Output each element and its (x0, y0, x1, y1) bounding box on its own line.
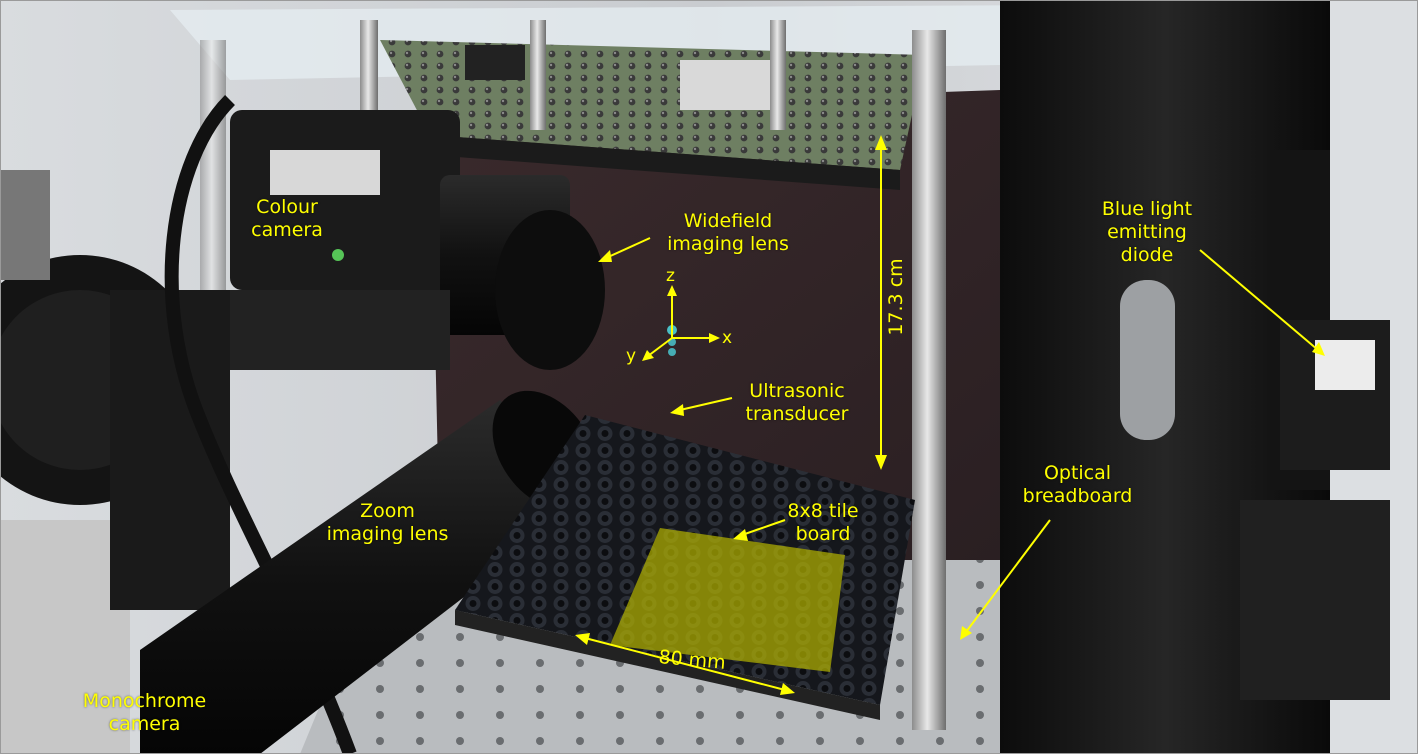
label-optical-breadboard-line1: Optical (1043, 462, 1112, 484)
label-optical-breadboard: Optical breadboard (1005, 462, 1150, 508)
axis-label-x: x (722, 328, 733, 348)
label-widefield-lens-line1: Widefield (683, 210, 773, 232)
label-tile-board-line2: board (795, 523, 851, 545)
label-optical-breadboard-line2: breadboard (1022, 485, 1133, 507)
label-blue-led-line2: emitting (1107, 221, 1187, 243)
label-zoom-lens-line1: Zoom (360, 500, 415, 522)
label-monochrome-camera-line1: Monochrome (82, 690, 207, 712)
label-colour-camera-line2: camera (251, 219, 323, 241)
axis-label-y: y (626, 346, 637, 366)
height-dimension-text: 17.3 cm (885, 258, 907, 336)
label-tile-board: 8x8 tile board (768, 500, 878, 546)
label-widefield-lens-line2: imaging lens (667, 233, 789, 255)
label-tile-board-line1: 8x8 tile (787, 500, 859, 522)
label-widefield-lens: Widefield imaging lens (644, 210, 812, 256)
label-monochrome-camera: Monochrome camera (62, 690, 227, 736)
label-zoom-lens-line2: imaging lens (326, 523, 449, 545)
label-ultrasonic-transducer-line1: Ultrasonic (749, 380, 845, 402)
axis-label-z: z (666, 266, 675, 286)
label-blue-led-line3: diode (1120, 244, 1174, 266)
label-ultrasonic-transducer-line2: transducer (745, 403, 849, 425)
label-blue-led: Blue light emitting diode (1082, 198, 1212, 267)
label-monochrome-camera-line2: camera (108, 713, 181, 735)
label-colour-camera-line1: Colour (256, 196, 318, 218)
label-blue-led-line1: Blue light (1101, 198, 1193, 220)
height-dimension-label: 17.3 cm (876, 232, 916, 362)
label-colour-camera: Colour camera (238, 196, 336, 242)
label-ultrasonic-transducer: Ultrasonic transducer (722, 380, 872, 426)
label-zoom-lens: Zoom imaging lens (300, 500, 475, 546)
